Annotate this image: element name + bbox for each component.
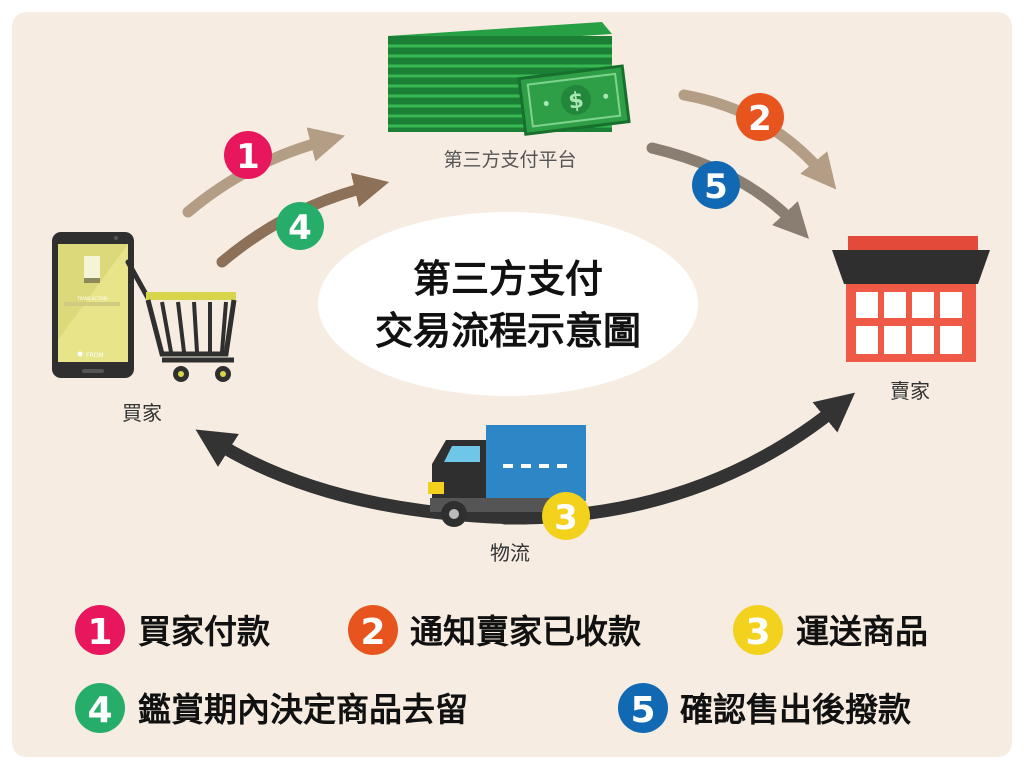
badge-step-4: 4 <box>276 202 324 250</box>
legend-label-3: 運送商品 <box>796 612 928 651</box>
title-line-1: 第三方支付 <box>413 257 603 301</box>
svg-text:3: 3 <box>554 498 578 538</box>
title-ellipse <box>318 212 698 396</box>
svg-text:2: 2 <box>748 99 772 139</box>
legend-label-1: 買家付款 <box>138 612 271 651</box>
legend-label-2: 通知賣家已收款 <box>410 612 642 651</box>
badge-step-3: 3 <box>542 492 590 540</box>
svg-text:1: 1 <box>236 137 260 177</box>
shop-icon <box>832 236 990 362</box>
phone-from-label: FROM <box>86 352 104 359</box>
money-stack-icon: $ <box>388 22 631 136</box>
phone-screen-label: TRANS ACTION <box>76 296 107 301</box>
svg-text:4: 4 <box>288 208 312 248</box>
svg-text:5: 5 <box>630 690 655 731</box>
dollar-sign: $ <box>567 88 585 115</box>
title-line-2: 交易流程示意圖 <box>375 309 641 353</box>
legend-item-3: 3 運送商品 <box>733 605 928 655</box>
svg-text:5: 5 <box>704 167 728 207</box>
badge-step-2: 2 <box>736 93 784 141</box>
svg-text:4: 4 <box>87 690 112 731</box>
legend-item-4: 4 鑑賞期內決定商品去留 <box>75 683 468 733</box>
legend-item-5: 5 確認售出後撥款 <box>618 683 912 733</box>
arrow-logistics-to-buyer <box>195 429 532 525</box>
legend-label-5: 確認售出後撥款 <box>680 690 912 729</box>
svg-text:3: 3 <box>745 612 770 653</box>
platform-label: 第三方支付平台 <box>443 149 576 171</box>
shopping-cart-icon <box>125 259 237 382</box>
svg-text:2: 2 <box>360 612 385 653</box>
legend-label-4: 鑑賞期內決定商品去留 <box>138 690 468 729</box>
svg-text:1: 1 <box>87 612 112 653</box>
seller-label: 賣家 <box>890 379 930 403</box>
phone-icon: TRANS ACTION FROM <box>52 232 134 378</box>
badge-step-5: 5 <box>692 161 740 209</box>
legend-item-2: 2 通知賣家已收款 <box>348 605 642 655</box>
legend-item-1: 1 買家付款 <box>75 605 271 655</box>
truck-icon <box>428 425 586 527</box>
badge-step-1: 1 <box>224 131 272 179</box>
logistics-label: 物流 <box>490 541 530 565</box>
buyer-label: 買家 <box>122 401 162 425</box>
legend: 1 買家付款 2 通知賣家已收款 3 運送商品 4 鑑賞期內決定商品去留 5 確… <box>75 605 928 733</box>
